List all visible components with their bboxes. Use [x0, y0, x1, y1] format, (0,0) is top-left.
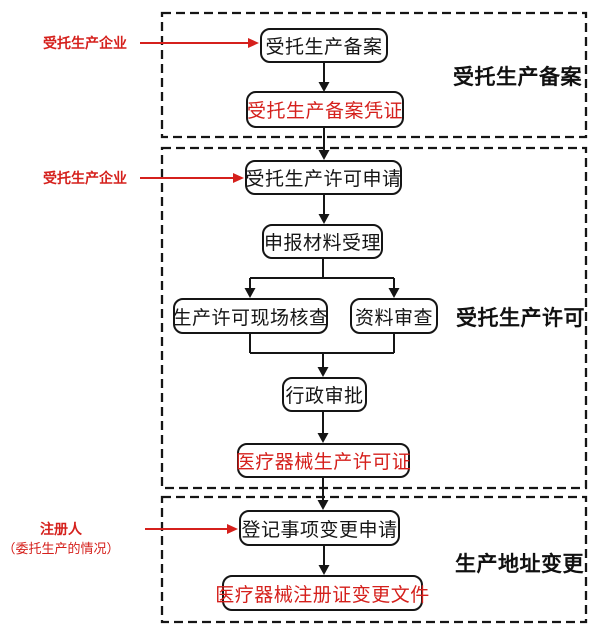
arrowhead-down-icon [317, 367, 329, 377]
annotation-arrows [140, 42, 249, 530]
annotation-arrowheads [227, 38, 259, 534]
arrowhead-down-icon [317, 500, 329, 510]
section-border-entrust-license [160, 146, 588, 490]
annotation-entrusted-manufacturer-2: 受托生产企业 [43, 170, 127, 186]
arrowhead-down-icon [318, 150, 330, 160]
arrowhead-right-icon [248, 38, 259, 48]
annotation-entrusted-manufacturer-1: 受托生产企业 [43, 35, 127, 51]
flow-node-material-acceptance: 申报材料受理 [262, 224, 383, 259]
annotation-registrant: 注册人 （委托生产的情况） [0, 521, 122, 557]
flow-node-production-license: 医疗器械生产许可证 [236, 443, 411, 478]
flow-node-registration-change-request: 登记事项变更申请 [239, 510, 400, 546]
arrowhead-right-icon [227, 524, 238, 534]
flow-node-license-application: 受托生产许可申请 [245, 160, 402, 195]
arrowhead-down-icon [388, 288, 400, 298]
flow-arrowheads [244, 82, 400, 575]
flow-node-registration-change-document: 医疗器械注册证变更文件 [215, 575, 429, 611]
section-border-entrust-filing [160, 11, 588, 139]
flow-node-onsite-inspection: 生产许可现场核查 [173, 298, 328, 334]
section-label-address-change: 生产地址变更 [455, 553, 584, 576]
flow-node-entrust-filing: 受托生产备案 [260, 28, 388, 63]
arrowhead-down-icon [244, 288, 256, 298]
annotation-registrant-sublabel: （委托生产的情况） [2, 541, 120, 556]
section-label-entrust-license: 受托生产许可 [456, 307, 585, 330]
arrowhead-down-icon [318, 565, 330, 575]
annotation-registrant-label: 注册人 [40, 521, 82, 537]
section-label-entrust-filing: 受托生产备案 [453, 66, 582, 89]
flow-node-filing-certificate: 受托生产备案凭证 [246, 91, 404, 128]
arrowhead-right-icon [233, 173, 244, 183]
flow-node-document-review: 资料审查 [350, 298, 438, 334]
section-border-address-change [160, 495, 588, 624]
arrowhead-down-icon [318, 82, 330, 92]
flow-node-administrative-approval: 行政审批 [282, 377, 367, 412]
flow-connectors [249, 63, 395, 567]
arrowhead-down-icon [317, 433, 329, 443]
arrowhead-down-icon [318, 214, 330, 224]
